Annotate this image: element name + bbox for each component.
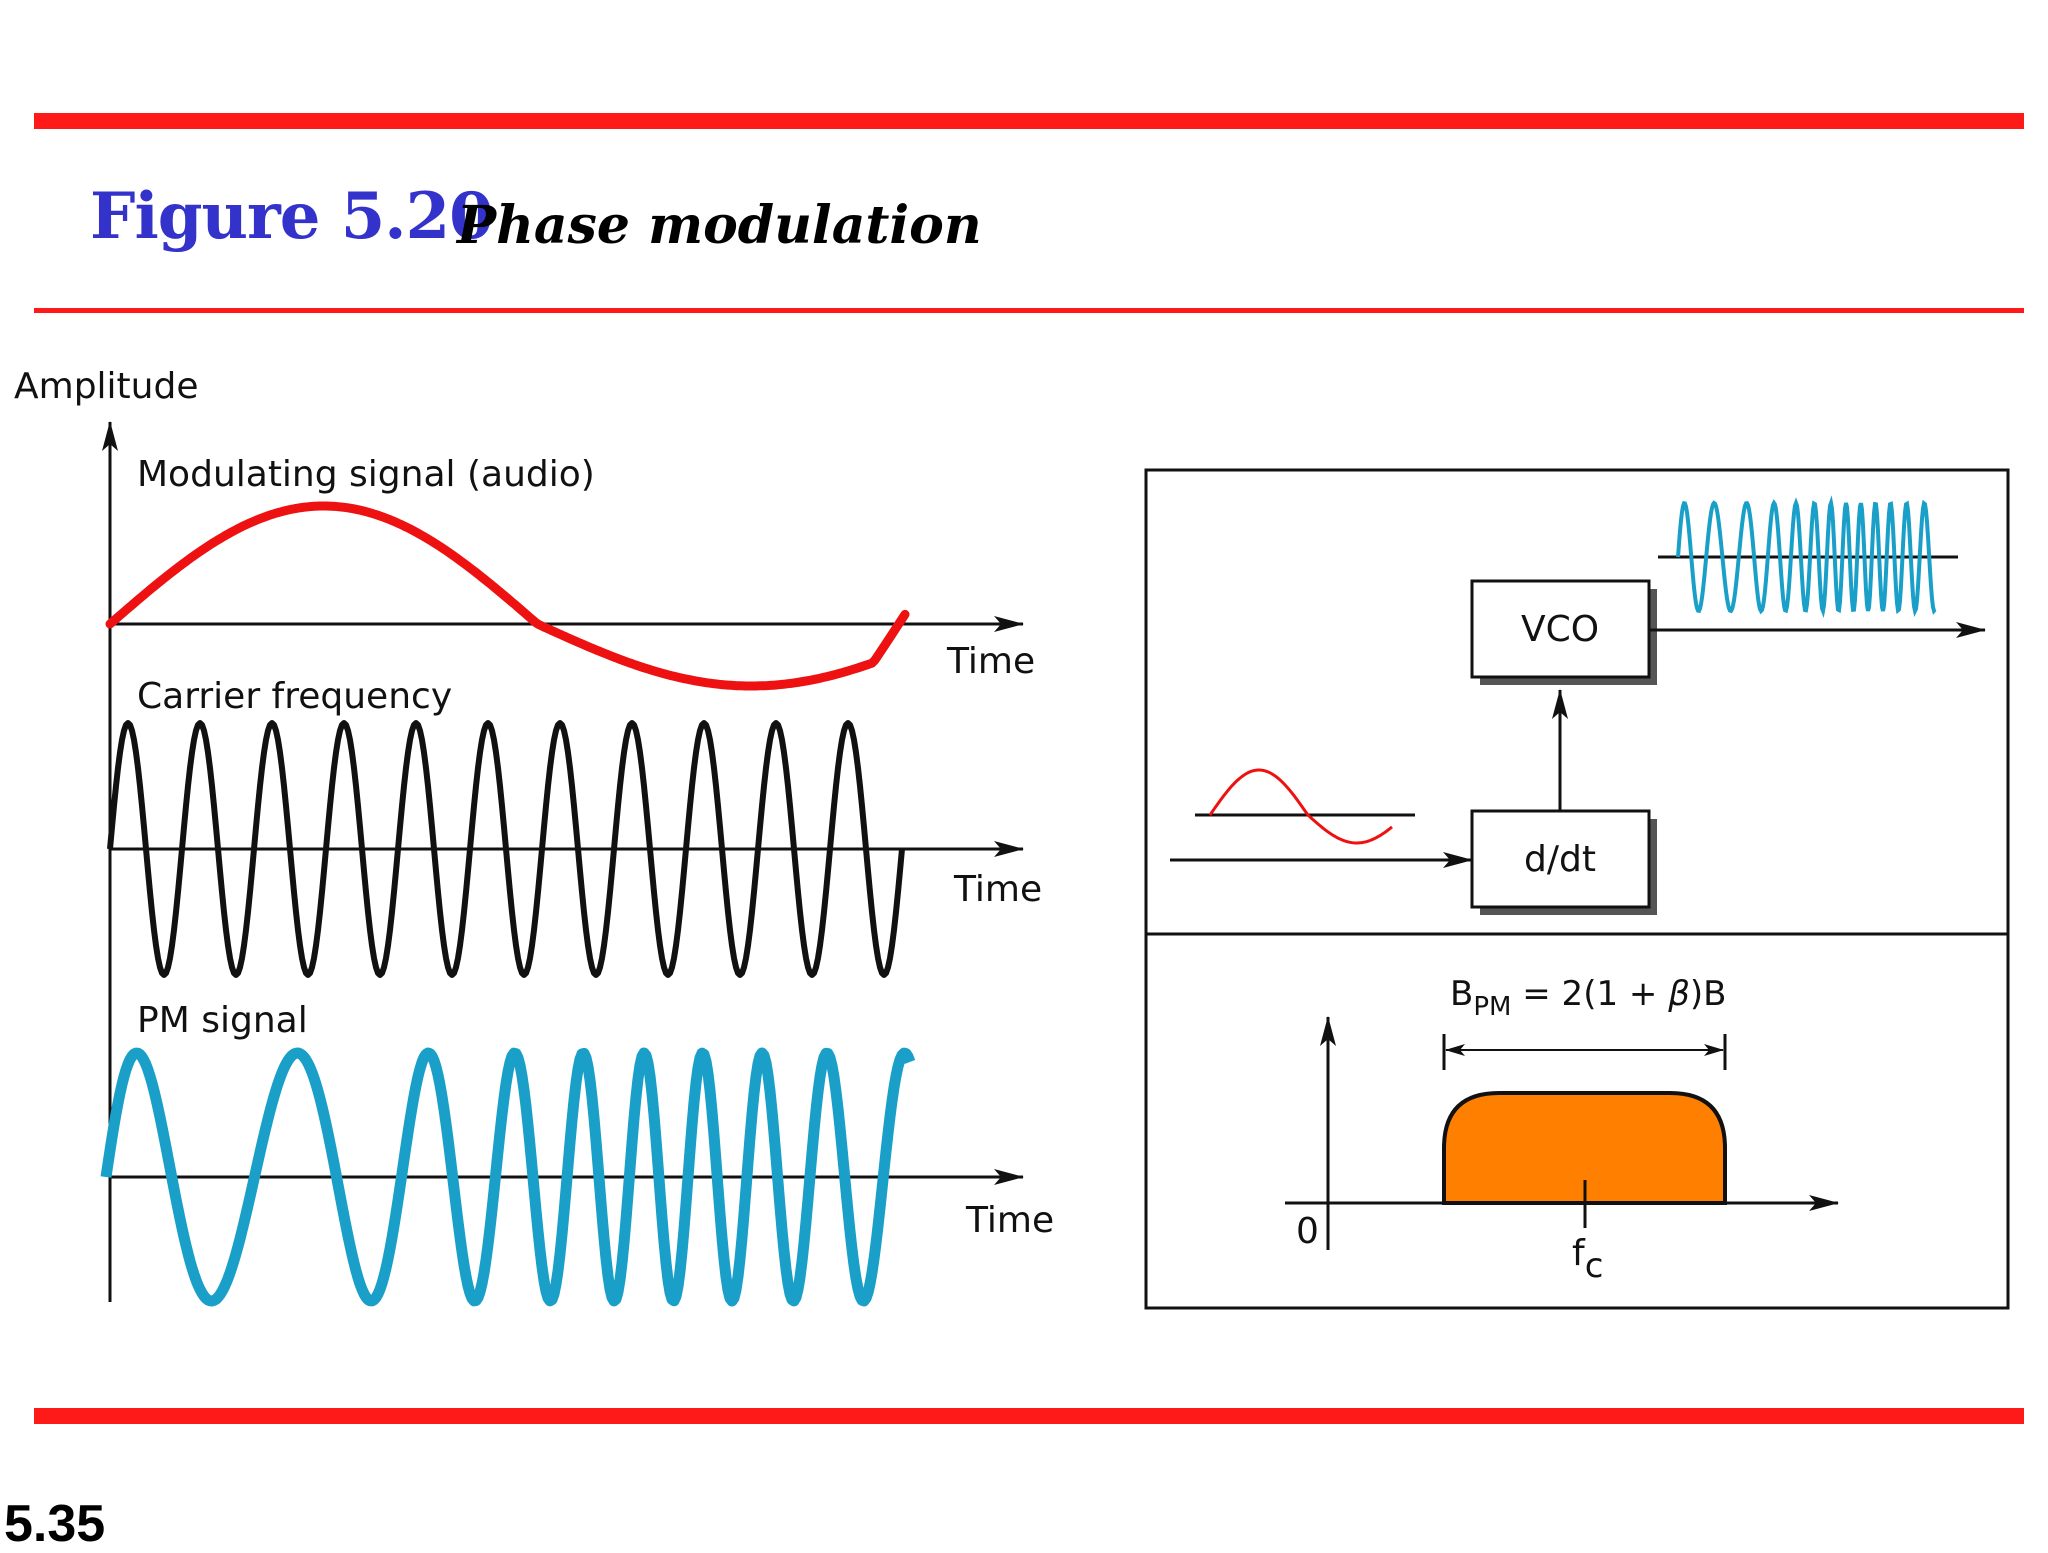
vco-block: VCO <box>1470 579 1657 685</box>
input-signal-wave <box>1208 768 1393 845</box>
title-underline-rule <box>34 308 2024 313</box>
bottom-red-rule <box>34 1408 2024 1424</box>
carrier-symbol-main: f <box>1572 1233 1586 1274</box>
figure-title: Phase modulation <box>457 195 982 256</box>
pm-signal-label: PM signal <box>137 1000 308 1041</box>
carrier-frequency-label: Carrier frequency <box>137 676 452 717</box>
slide-number: 5.35 <box>4 1495 106 1553</box>
bandwidth-formula-part-a: = 2(1 + <box>1511 974 1668 1014</box>
modulating-time-label: Time <box>946 641 1035 682</box>
figure-number: Figure 5.20 <box>90 179 494 254</box>
right-panel-frame <box>1144 468 2010 1310</box>
amplitude-axis-label: Amplitude <box>14 366 198 407</box>
carrier-wave <box>107 720 905 978</box>
vco-box <box>1470 579 1651 679</box>
pm-time-label: Time <box>965 1200 1054 1241</box>
differentiator-block: d/dt <box>1470 809 1657 915</box>
modulating-signal-label: Modulating signal (audio) <box>137 454 595 495</box>
bandwidth-formula: BPM = 2(1 + β)B <box>1450 974 1727 1022</box>
carrier-frequency-symbol: fc <box>1572 1233 1603 1286</box>
vco-label: VCO <box>1521 609 1599 650</box>
bandwidth-formula-part-b: )B <box>1690 974 1727 1014</box>
bandwidth-symbol: B <box>1450 974 1473 1014</box>
pm-wave <box>100 1047 916 1307</box>
bandwidth-symbol-sub: PM <box>1473 992 1511 1022</box>
spectrum-origin-label: 0 <box>1296 1211 1319 1252</box>
pm-spectrum-band <box>1442 1091 1727 1205</box>
differentiator-box <box>1470 809 1651 909</box>
carrier-symbol-sub: c <box>1585 1246 1604 1286</box>
top-red-rule <box>34 113 2024 129</box>
carrier-time-label: Time <box>953 869 1042 910</box>
output-signal-wave <box>1676 495 1937 619</box>
bandwidth-beta: β <box>1667 974 1690 1014</box>
differentiator-label: d/dt <box>1524 839 1596 880</box>
modulating-wave <box>105 501 910 691</box>
